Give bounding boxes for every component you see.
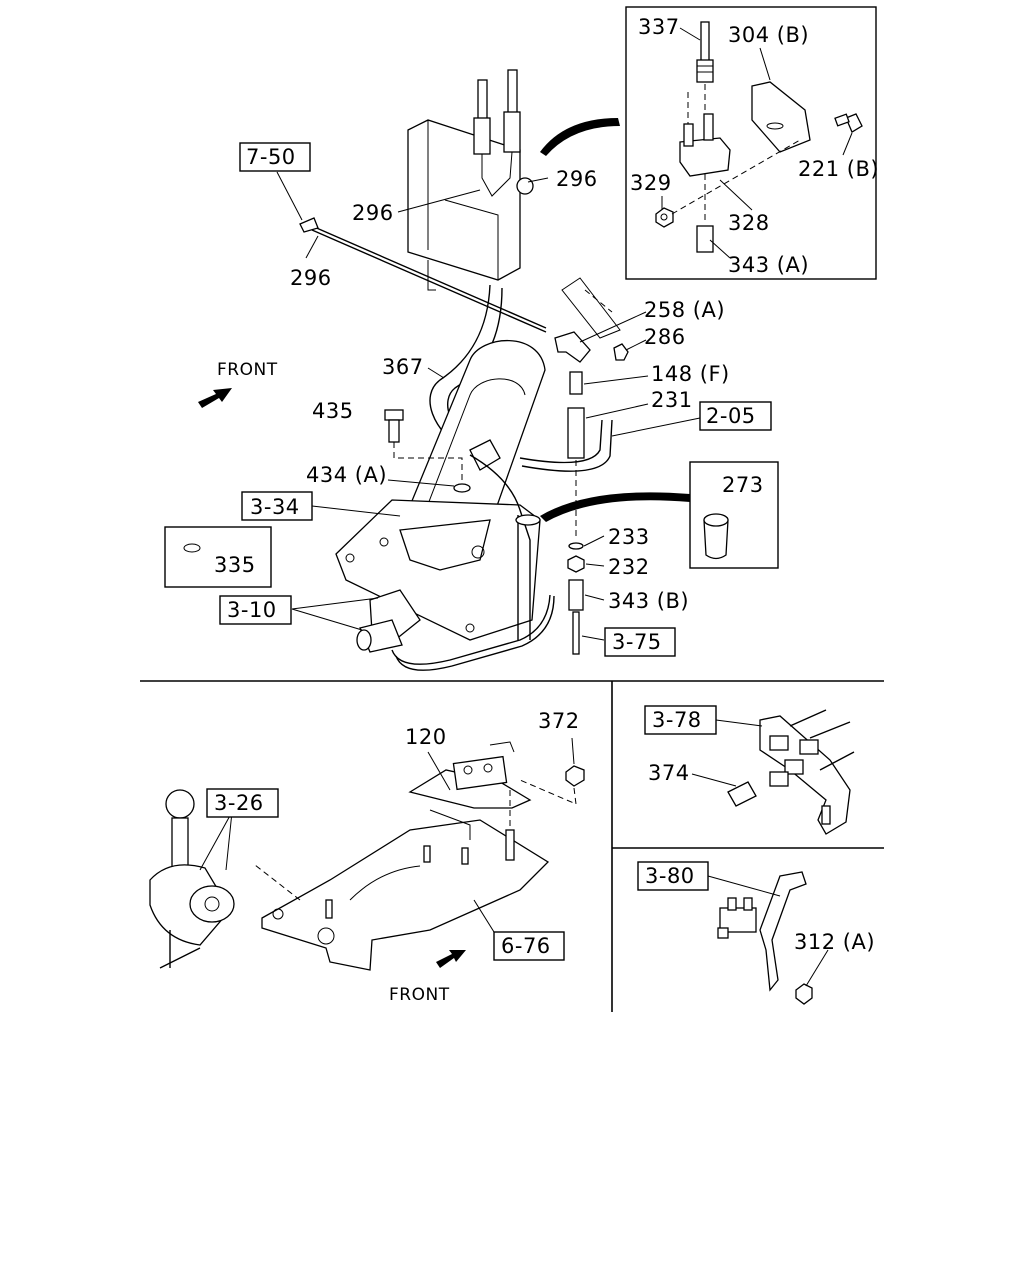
callout-343b: 343 (B): [608, 589, 689, 613]
callout-343a: 343 (A): [728, 253, 809, 277]
callout-7-50: 7-50: [246, 145, 296, 169]
callout-231: 231: [651, 388, 693, 412]
valve-block-378: [727, 709, 855, 835]
callout-120: 120: [405, 725, 447, 749]
bracket-380: [717, 871, 813, 1005]
lower-left-assembly: [149, 741, 585, 971]
callout-221b: 221 (B): [798, 157, 879, 181]
detail-inset: [540, 6, 877, 280]
front-label-top: FRONT: [217, 360, 278, 380]
callout-3-80: 3-80: [645, 864, 695, 888]
callout-304b: 304 (B): [728, 23, 809, 47]
callout-3-75: 3-75: [612, 630, 662, 654]
callout-273: 273: [722, 473, 764, 497]
callout-329: 329: [630, 171, 672, 195]
upper-assembly: [299, 69, 690, 671]
callout-258a: 258 (A): [644, 298, 725, 322]
boxed-callout-frames: [206, 142, 772, 961]
callout-233: 233: [608, 525, 650, 549]
callout-6-76: 6-76: [501, 934, 551, 958]
front-arrow-bottom: [436, 950, 466, 968]
callout-3-78: 3-78: [652, 708, 702, 732]
front-label-bottom: FRONT: [389, 985, 450, 1005]
callout-372: 372: [538, 709, 580, 733]
callout-435: 435: [312, 399, 354, 423]
leader-lines: [199, 27, 853, 987]
callout-148f: 148 (F): [651, 362, 730, 386]
callout-312a: 312 (A): [794, 930, 875, 954]
callout-328: 328: [728, 211, 770, 235]
callout-286: 286: [644, 325, 686, 349]
callout-296-left: 296: [290, 266, 332, 290]
callout-3-34: 3-34: [250, 495, 300, 519]
callout-335: 335: [214, 553, 256, 577]
callout-367: 367: [382, 355, 424, 379]
callout-2-05: 2-05: [706, 404, 756, 428]
front-arrow-top: [198, 388, 232, 408]
callout-3-10: 3-10: [227, 598, 277, 622]
callout-296-middle: 296: [352, 201, 394, 225]
callout-337: 337: [638, 15, 680, 39]
callout-434a: 434 (A): [306, 463, 387, 487]
part-335-box: [164, 526, 272, 588]
callout-374: 374: [648, 761, 690, 785]
callout-3-26: 3-26: [214, 791, 264, 815]
grommet-273-box: [689, 461, 779, 569]
callout-296-right: 296: [556, 167, 598, 191]
callout-232: 232: [608, 555, 650, 579]
